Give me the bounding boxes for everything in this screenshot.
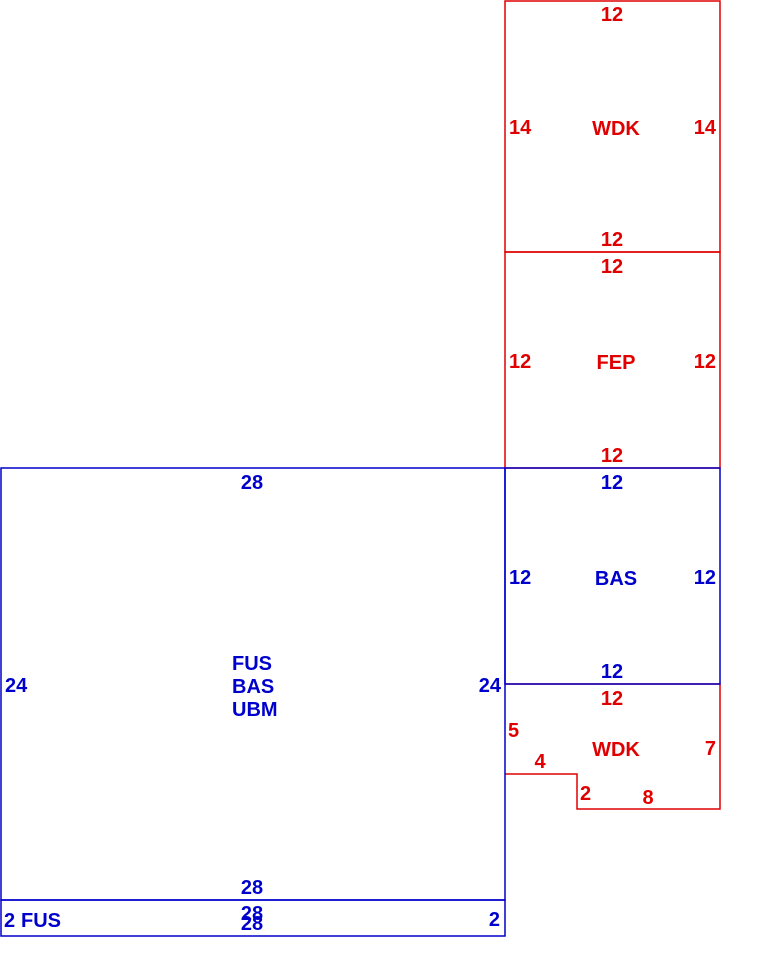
fep-label: FEP [597,352,636,374]
fus-strip-left-dim: 2 [4,910,15,932]
wdk-bottom-label: WDK [592,739,640,761]
wdk-top-left-dim: 14 [509,117,532,139]
wdk-bottom-left-dim: 5 [508,720,519,742]
fus-strip-right-dim: 2 [489,909,500,931]
fep-left-dim: 12 [509,351,531,373]
wdk-top-label: WDK [592,118,640,140]
bas-small-left-dim: 12 [509,567,531,589]
main-right-dim: 24 [479,675,502,697]
wdk-bottom-right-dim: 7 [705,738,716,760]
main-label-line2: BAS [232,676,274,698]
fus-strip-outline [0,899,506,937]
bas-small-bottom-dim: 12 [601,661,623,683]
main-left-dim: 24 [5,675,28,697]
wdk-bottom-bottom-dim: 8 [642,787,653,809]
bas-small-right-dim: 12 [694,567,716,589]
fep-right-dim: 12 [694,351,716,373]
main-bottom-dim: 28 [241,877,263,899]
wdk-top-right-dim: 14 [694,117,717,139]
fus-strip-bottom-dim: 28 [241,913,263,935]
wdk-top-top-dim: 12 [601,4,623,26]
main-label-line1: FUS [232,653,272,675]
fus-strip-label: FUS [21,910,61,932]
wdk-bottom-step-top-dim: 4 [534,751,546,773]
wdk-bottom-step-side-dim: 2 [580,783,591,805]
fus-strip-top-dim: 28 [241,903,263,925]
bas-small-top-dim: 12 [601,472,623,494]
fep-bottom-dim: 12 [601,445,623,467]
wdk-bottom-top-dim: 12 [601,688,623,710]
main-label-line3: UBM [232,699,278,721]
bas-small-label: BAS [595,568,637,590]
fep-top-dim: 12 [601,256,623,278]
main-top-dim: 28 [241,472,263,494]
wdk-top-bottom-dim: 12 [601,229,623,251]
